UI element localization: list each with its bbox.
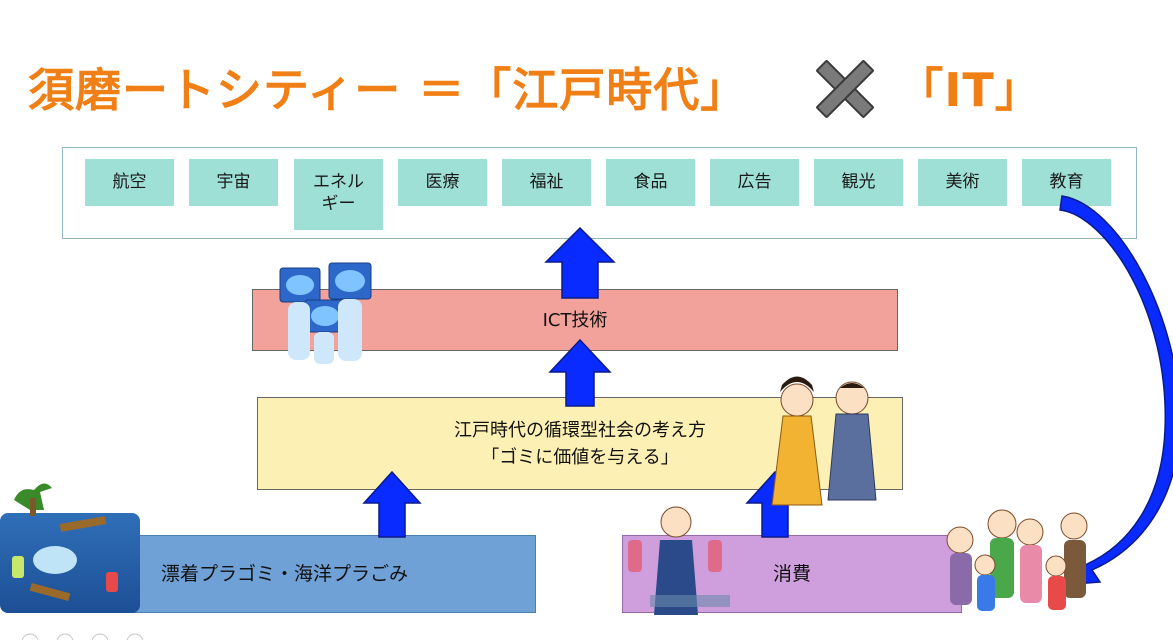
field-welfare: 福祉 (502, 159, 591, 206)
plastic-waste-box: 漂着プラゴミ・海洋プラごみ (132, 535, 536, 613)
title-main: 須磨ートシティー ＝「江戸時代」 (28, 63, 748, 117)
brain-people-illustration (279, 262, 372, 364)
ocean-pollution-illustration (0, 483, 140, 613)
edo-concept-line1: 江戸時代の循環型社会の考え方 (454, 419, 706, 441)
field-tourism: 観光 (814, 159, 903, 206)
field-art: 美術 (918, 159, 1007, 206)
arrow-up-icon (548, 338, 612, 407)
field-education: 教育 (1022, 159, 1111, 206)
family-illustration (946, 509, 1088, 611)
field-food: 食品 (606, 159, 695, 206)
edo-couple-illustration (771, 376, 877, 506)
edo-concept-line2: 「ゴミに価値を与える」 (481, 446, 679, 468)
plastic-waste-label: 漂着プラゴミ・海洋プラごみ (161, 562, 409, 585)
arrow-up-icon (362, 470, 422, 538)
title-it: 「IT」 (897, 63, 1042, 117)
field-advertising: 広告 (710, 159, 799, 206)
fisherman-illustration (628, 506, 730, 615)
field-energy: エネル ギー (294, 159, 383, 230)
ict-label: ICT技術 (542, 309, 608, 331)
field-space: 宇宙 (189, 159, 278, 206)
presentation-toolbar (0, 625, 180, 644)
consumption-label: 消費 (772, 562, 811, 585)
field-medical: 医療 (398, 159, 487, 206)
slide-title: 須磨ートシティー ＝「江戸時代」 「IT」 (28, 52, 1042, 122)
field-aviation: 航空 (85, 159, 174, 206)
arrow-up-icon (544, 226, 616, 299)
